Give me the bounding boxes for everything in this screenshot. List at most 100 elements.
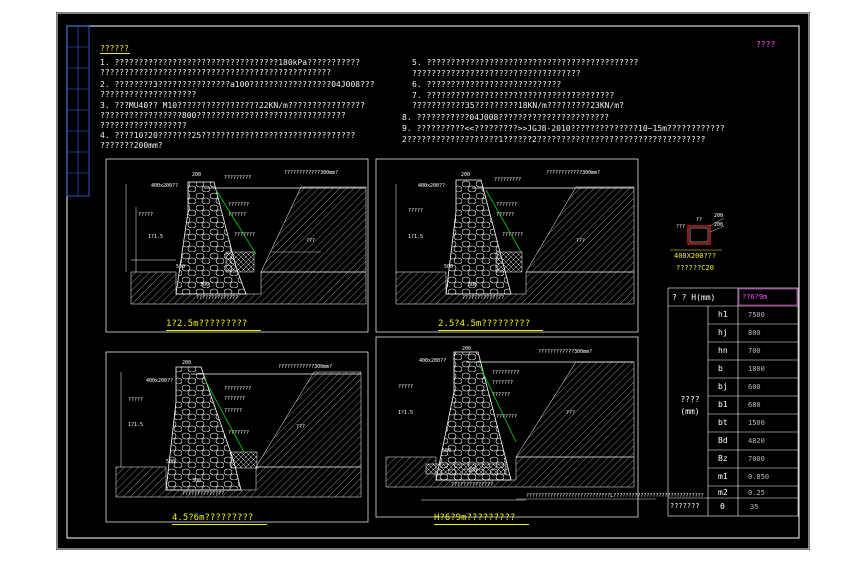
s3-dim-top: 200 [182,360,192,366]
s4-label-a: ????????? [492,370,520,376]
note-line-5: 3. ???MU40?? M10?????????????????22KN/m?… [100,101,365,110]
s1-caption-underline [166,330,261,331]
s4-label-c: ?????? [492,392,511,398]
s1-dim-300: 300 [200,282,210,288]
s4-label-g: ?????????????? [451,482,494,488]
table-row-val: 600 [748,383,761,391]
table-row-val: 800 [748,329,761,337]
s2-label-d: ????? [408,208,424,214]
s1-fill-label: ????????????300mm? [284,170,339,176]
s1-label-e: ??????? [234,232,256,238]
s2-slope: 1?1.5 [408,234,424,240]
table-row-val: 1500 [748,419,765,427]
table-row-val: 0.050 [748,473,770,481]
s3-label-e: ??????? [228,430,250,436]
s4-slope: 1?1.5 [398,410,414,416]
drawing-linework [56,12,810,550]
s2-label-f: ??? [576,238,586,244]
note-line-11: ??????????????????????????????????? [412,69,581,78]
s1-slope: 1?1.5 [148,234,164,240]
s3-label-f: ??? [296,424,306,430]
cad-drawing-canvas: ?????? ???? 1. ?????????????????????????… [56,12,810,550]
s2-label-e: ??????? [502,232,524,238]
table-row-sym: Bd [718,436,728,445]
table-row-sym: b1 [718,400,728,409]
table-row-val: 680 [748,401,761,409]
s1-label-b: ??????? [228,202,250,208]
drain-detail-dim-3: ?? [696,217,703,223]
section-3-linework [105,351,369,523]
s3-slope: 1?1.5 [128,422,144,428]
table-row-val: 0.25 [748,489,765,497]
s3-label-d: ????? [128,397,144,403]
s3-fill-label: ????????????300mm? [278,364,333,370]
section-2-linework [375,158,639,333]
table-row-sym: m2 [718,488,728,497]
drain-detail-dim-2: 200 [714,222,724,228]
s3-label-a: ????????? [224,386,252,392]
note-line-16: 9. ??????????<<?????????>>JGJ8-2010?????… [402,124,725,133]
s4-bottom-note: ????????????????????????????L???????????… [526,493,704,499]
param-table-grid [667,287,799,517]
table-row-val: 7000 [748,455,765,463]
s1-caption: 1?2.5m????????? [166,319,248,329]
s4-label-e: ??????? [496,414,518,420]
note-line-10: 5. ?????????????????????????????????????… [412,58,639,67]
note-line-7: ?????????????????? [100,121,187,130]
note-line-17: 2???????????????????1??????2????????????… [402,135,706,144]
note-line-15: 8. ???????????04J008????????????????????… [402,113,610,122]
s1-label-a: ????????? [224,175,252,181]
s4-fill-label: ????????????300mm? [538,349,593,355]
table-row-sym: b [718,364,723,373]
table-row-sym: θ [720,502,725,511]
s3-caption-underline [172,524,267,525]
s1-dim-500: 500 [176,264,186,270]
note-line-8: 4. ????10?20???????25???????????????????… [100,131,356,140]
s2-label-b: ??????? [496,202,518,208]
s3-dim-500: 500 [166,459,176,465]
s3-drain-label: 400x200?? [146,378,174,384]
section-1-linework [105,158,369,333]
inner-frame [66,25,800,539]
drain-detail-dim-4: ??? [676,224,686,230]
s4-label-f: ??? [566,410,576,416]
table-header-right: ??6?9m [742,293,768,301]
table-row-val: 4820 [748,437,765,445]
note-line-14: ???????????35?????????18KN/m?????????23K… [412,101,624,110]
sign-strip-rows [67,46,89,174]
s1-label-d: ????? [138,212,154,218]
s4-caption: H?6?9m????????? [434,513,516,523]
s4-dim-300: 300 [468,468,478,474]
s3-label-b: ??????? [224,396,246,402]
table-row-sym: h1 [718,310,728,319]
note-line-13: 7. ?????????????????????????????????????… [412,91,615,100]
s4-label-d: ????? [398,384,414,390]
section-4-linework [375,336,656,518]
s1-label-f: ??? [306,238,316,244]
s3-dim-300: 300 [192,478,202,484]
drain-detail-label: 400X200??? [674,252,717,260]
note-line-2: ????????????????????????????????????????… [100,68,332,77]
s4-label-b: ??????? [492,380,514,386]
table-row-val: 7500 [748,311,765,319]
table-row-sym: m1 [718,472,728,481]
notes-title-underline [100,53,130,54]
s4-caption-underline [434,524,529,525]
table-row-sym: bj [718,382,728,391]
s2-label-g: ?????????????? [462,295,505,301]
s4-drain-label: 400x200?? [419,358,447,364]
table-row-sym: hn [718,346,728,355]
note-line-12: 6. ???????????????????????????? [412,80,562,89]
note-line-6: ?????????????????800????????????????????… [100,111,346,120]
s2-caption-underline [438,330,543,331]
s1-drain-label: 400x200?? [151,183,179,189]
table-row-sym: bt [718,418,728,427]
s1-label-c: ?????? [228,212,247,218]
table-footer-label: ??????? [670,502,700,510]
s1-dim-top: 200 [192,172,202,178]
s2-dim-top: 200 [461,172,471,178]
s2-label-c: ?????? [496,212,515,218]
note-line-1: 1. ??????????????????????????????????180… [100,58,361,67]
table-row-val: 700 [748,347,761,355]
drain-detail-sublabel: ??????C20 [676,264,714,272]
